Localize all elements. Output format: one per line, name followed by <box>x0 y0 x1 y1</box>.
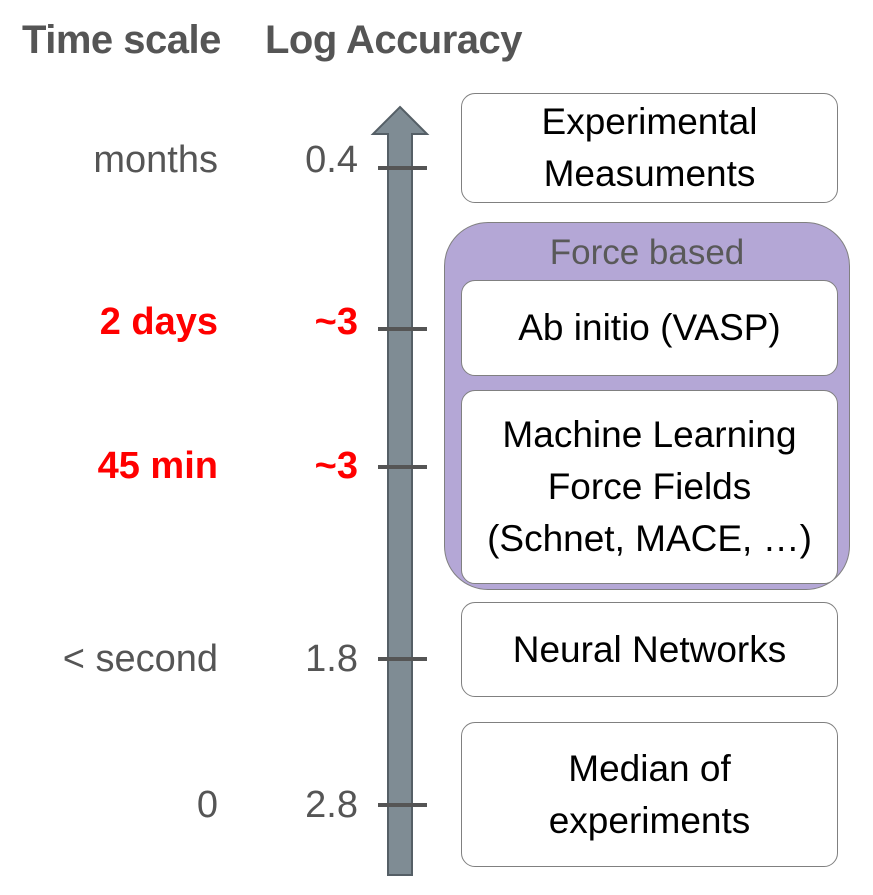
method-line: Ab initio (VASP) <box>518 307 781 348</box>
accuracy-label-months: 0.4 <box>305 139 358 181</box>
median-of-experiments-box: Median of experiments <box>461 722 838 867</box>
method-line: Machine Learning <box>502 414 797 455</box>
log-accuracy-header: Log Accuracy <box>265 18 523 62</box>
ml-force-fields-box: Machine Learning Force Fields (Schnet, M… <box>461 390 838 584</box>
accuracy-label-zero: 2.8 <box>305 784 358 826</box>
method-line: Experimental <box>541 101 758 142</box>
method-line: Median of <box>568 747 731 789</box>
time-label-months: months <box>93 139 218 181</box>
ab-initio-box: Ab initio (VASP) <box>461 280 838 376</box>
neural-networks-box: Neural Networks <box>461 602 838 697</box>
method-line: Measuments <box>543 153 756 194</box>
method-line: experiments <box>548 799 751 841</box>
accuracy-label-45-min: ~3 <box>314 445 358 487</box>
method-line: Force Fields <box>547 466 752 507</box>
time-label-45-min: 45 min <box>97 445 218 487</box>
accuracy-label-second: 1.8 <box>305 638 358 680</box>
time-label-zero: 0 <box>196 784 218 826</box>
force-based-group-title: Force based <box>549 233 745 272</box>
method-line: (Schnet, MACE, …) <box>487 518 812 559</box>
accuracy-label-2-days: ~3 <box>314 301 358 343</box>
axis-arrow-shaft <box>370 105 430 876</box>
time-label-second: < second <box>62 638 218 680</box>
time-scale-header: Time scale <box>22 18 221 62</box>
experimental-measurements-box: Experimental Measuments <box>461 93 838 203</box>
method-line: Neural Networks <box>512 628 787 670</box>
time-label-2-days: 2 days <box>99 301 218 343</box>
